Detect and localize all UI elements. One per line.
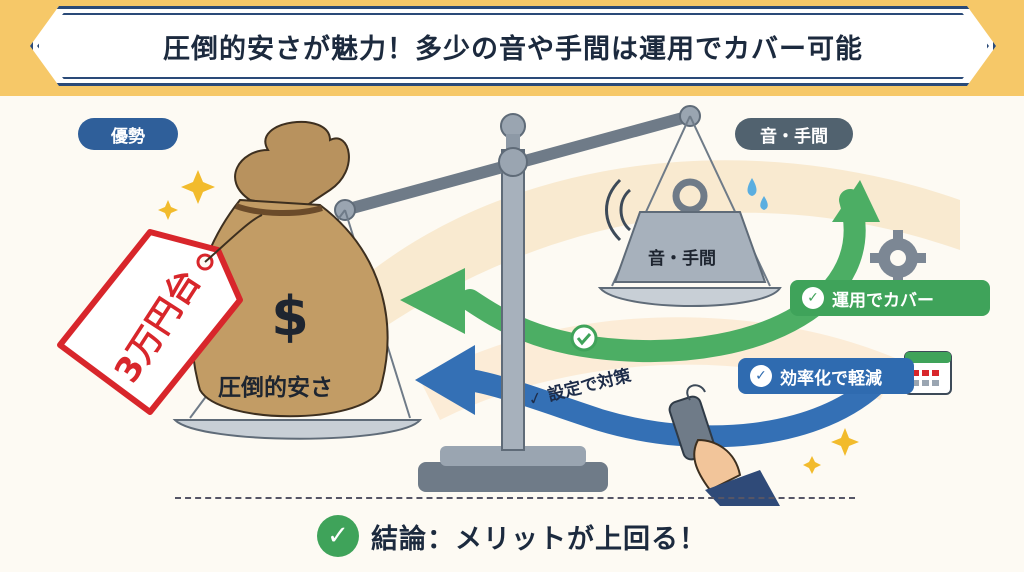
- blue-arrow-head: [415, 345, 475, 415]
- mitigation-label: 運用でカバー: [832, 290, 934, 311]
- title-banner: 圧倒的安さが魅力！多少の音や手間は運用でカバー可能: [37, 13, 989, 79]
- scale-base: [418, 462, 608, 492]
- left-pan: [172, 419, 423, 440]
- green-arrow-head: [400, 268, 465, 334]
- balance-scale-illustration: $: [57, 105, 960, 506]
- check-icon: [570, 324, 598, 352]
- check-icon: ✓: [317, 515, 359, 557]
- price-tag: [57, 214, 263, 415]
- check-icon: ✓: [802, 287, 824, 309]
- money-bag: $: [191, 120, 389, 418]
- conclusion-text: 結論：メリットが上回る！: [371, 523, 707, 555]
- scale-pillar: [501, 149, 525, 451]
- scale-base-top: [440, 446, 586, 466]
- mitigation-chip-operation: ✓ 運用でカバー: [790, 280, 990, 316]
- advantage-pill: 優勢: [78, 118, 178, 150]
- green-arrow-tip: [832, 180, 880, 222]
- sound-wave-icon: [605, 178, 632, 242]
- money-bag-label: 圧倒的安さ: [218, 375, 333, 401]
- mitigation-chip-efficiency: ✓ 効率化で軽減: [738, 358, 914, 394]
- right-pan: [597, 287, 782, 307]
- disadvantage-pill: 音・手間: [735, 118, 853, 150]
- weight-label: 音・手間: [648, 249, 716, 269]
- weight-block: [613, 178, 767, 283]
- calendar-icon: [904, 351, 952, 395]
- sparkle-icon: [158, 170, 859, 474]
- sweat-drop-icon: [747, 178, 768, 210]
- mitigation-label: 効率化で軽減: [780, 368, 882, 389]
- conclusion: ✓ 結論：メリットが上回る！: [0, 508, 1024, 564]
- divider: [175, 497, 855, 499]
- check-icon: ✓: [750, 365, 772, 387]
- gear-icon: [870, 230, 926, 286]
- money-symbol: $: [271, 285, 309, 348]
- page-title: 圧倒的安さが魅力！多少の音や手間は運用でカバー可能: [163, 33, 863, 65]
